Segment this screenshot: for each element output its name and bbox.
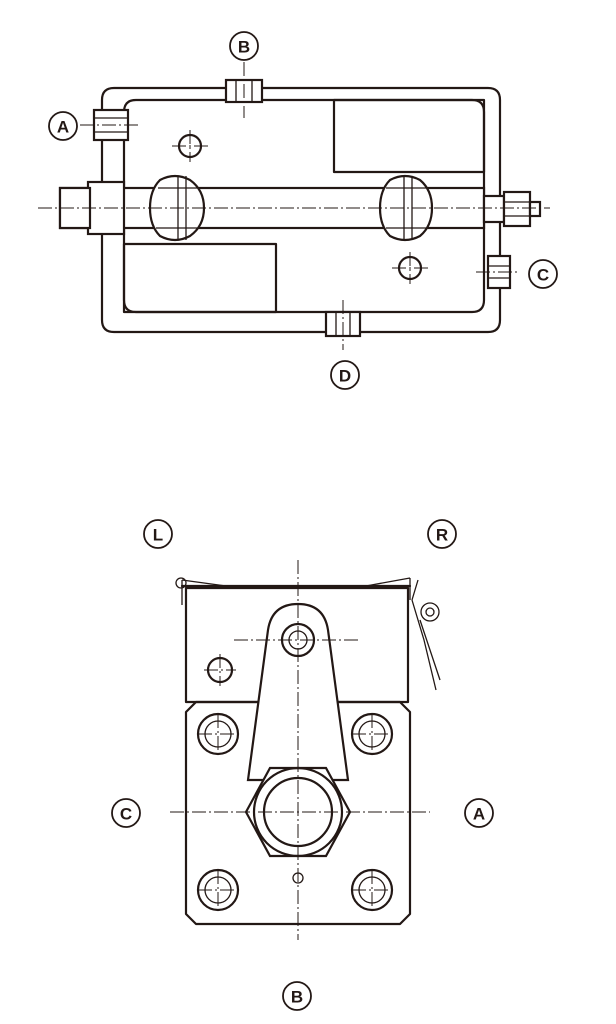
label-c-bottom-text: C — [120, 805, 132, 824]
shaft-collar — [482, 194, 506, 224]
label-c-top: C — [528, 259, 558, 289]
label-c-bottom: C — [111, 798, 141, 828]
inner-housing — [122, 98, 486, 314]
spring-hook — [411, 579, 441, 691]
lower-left-block — [122, 242, 278, 314]
top-view: A B C D — [38, 31, 558, 390]
mounting-plate — [184, 700, 412, 926]
bottom-view: L R C A B — [111, 519, 494, 1011]
label-b-bottom-text: B — [291, 988, 303, 1007]
shaft-tip — [528, 200, 542, 218]
label-c-top-text: C — [537, 266, 549, 285]
label-d-top: D — [330, 360, 360, 390]
label-l-text: L — [153, 526, 163, 545]
label-d-top-text: D — [339, 367, 351, 386]
hex-nut — [502, 190, 532, 228]
label-b-top: B — [229, 31, 259, 61]
label-a-top: A — [48, 111, 78, 141]
label-a-bottom-text: A — [473, 805, 485, 824]
label-l: L — [143, 519, 173, 549]
label-a-top-text: A — [57, 118, 69, 137]
outer-housing — [100, 86, 502, 334]
label-r: R — [427, 519, 457, 549]
label-b-top-text: B — [238, 38, 250, 57]
label-r-text: R — [436, 526, 448, 545]
label-b-bottom: B — [282, 981, 312, 1011]
label-a-bottom: A — [464, 798, 494, 828]
upper-right-block — [332, 98, 486, 174]
